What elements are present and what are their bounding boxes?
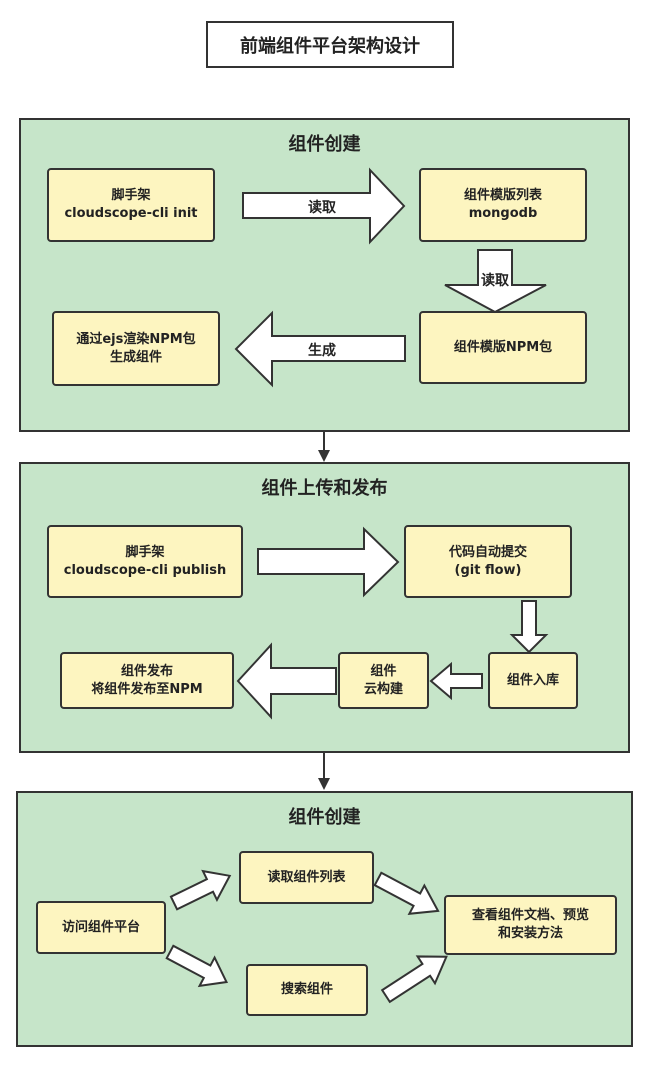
node-template-npm: 组件模版NPM包 <box>419 311 587 384</box>
node-cloud-build: 组件 云构建 <box>338 652 429 709</box>
node-label: 组件模版列表 <box>463 188 542 203</box>
arrow-label-generate: 生成 <box>308 342 336 359</box>
connector-arrowhead-2 <box>318 778 330 790</box>
arrow-down-storage <box>509 600 549 654</box>
arrow-visit-to-search <box>165 944 229 988</box>
node-label: 组件模版NPM包 <box>453 339 553 355</box>
node-label: 组件入库 <box>506 672 559 688</box>
node-label: 访问组件平台 <box>61 919 140 935</box>
arrow-left-publish <box>236 642 337 720</box>
diagram-title: 前端组件平台架构设计 <box>206 21 454 68</box>
arrow-down-read <box>444 249 547 314</box>
node-detail: (git flow) <box>454 562 522 578</box>
arrow-right-read <box>242 167 406 245</box>
section-title: 组件创建 <box>288 807 361 828</box>
node-label: 读取组件列表 <box>267 869 346 885</box>
arrow-read-to-view <box>373 871 440 915</box>
node-line: 和安装方法 <box>497 926 563 941</box>
node-scaffold-init: 脚手架 cloudscope-cli init <box>47 168 215 242</box>
node-line: 组件发布 <box>120 663 173 679</box>
arrow-label-read-down: 读取 <box>481 272 510 289</box>
arrow-visit-to-read <box>169 869 232 911</box>
node-line: 组件 <box>370 663 397 679</box>
node-publish-npm: 组件发布 将组件发布至NPM <box>60 652 234 709</box>
node-command: cloudscope-cli publish <box>63 562 227 578</box>
node-scaffold-publish: 脚手架 cloudscope-cli publish <box>47 525 243 598</box>
connector-arrowhead-1 <box>318 450 330 462</box>
node-database: mongodb <box>468 206 538 221</box>
arrow-search-to-view <box>380 955 448 1004</box>
node-line: 生成组件 <box>109 349 162 365</box>
arrow-label-read: 读取 <box>308 199 337 216</box>
node-template-list: 组件模版列表 mongodb <box>419 168 587 242</box>
node-read-list: 读取组件列表 <box>239 851 374 904</box>
node-label: 脚手架 <box>125 544 165 560</box>
node-search: 搜索组件 <box>246 964 368 1016</box>
node-label: 代码自动提交 <box>448 544 527 560</box>
node-view-docs: 查看组件文档、预览 和安装方法 <box>444 895 617 955</box>
node-line: 将组件发布至NPM <box>91 681 203 697</box>
node-command: cloudscope-cli init <box>64 206 198 221</box>
node-auto-commit: 代码自动提交 (git flow) <box>404 525 572 598</box>
node-visit-platform: 访问组件平台 <box>36 901 166 954</box>
node-label: 搜索组件 <box>280 982 333 997</box>
arrow-left-generate <box>234 310 406 388</box>
node-line: 云构建 <box>363 681 403 697</box>
node-storage: 组件入库 <box>488 652 578 709</box>
node-label: 脚手架 <box>111 188 151 203</box>
node-line: 查看组件文档、预览 <box>471 908 589 923</box>
node-render-generate: 通过ejs渲染NPM包 生成组件 <box>52 311 220 386</box>
arrow-right-commit <box>257 526 400 598</box>
section-title: 组件上传和发布 <box>261 478 388 499</box>
arrow-left-cloud <box>429 661 483 701</box>
section-title: 组件创建 <box>288 134 361 155</box>
node-line: 通过ejs渲染NPM包 <box>76 331 196 347</box>
